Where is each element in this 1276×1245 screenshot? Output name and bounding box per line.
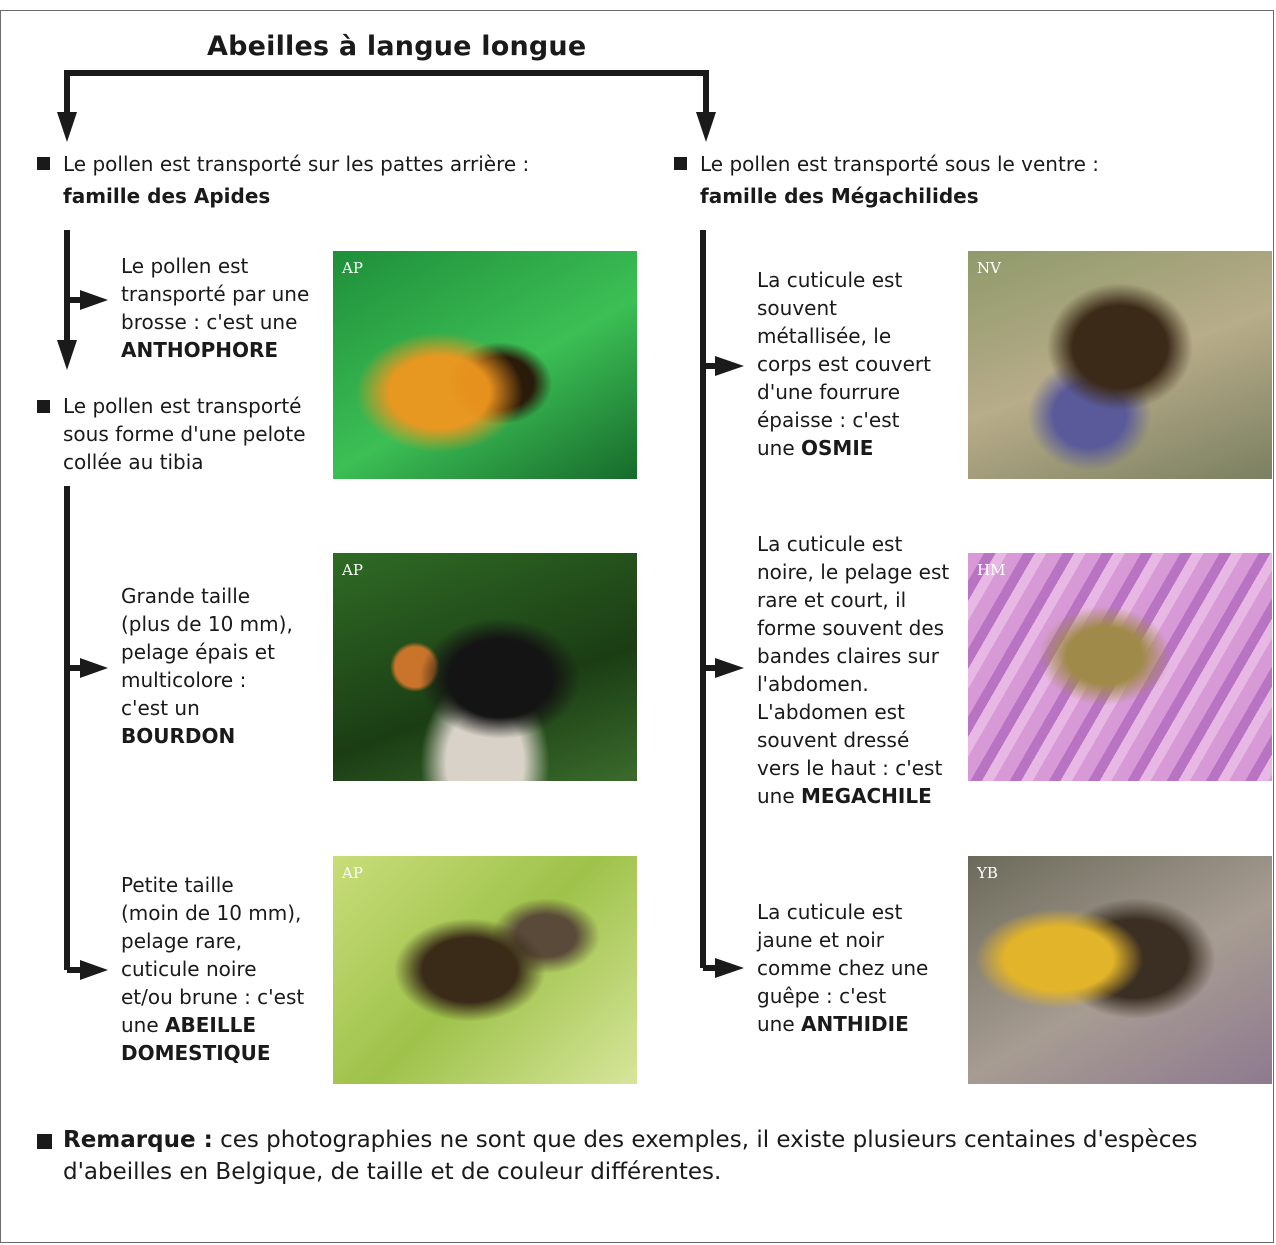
bullet-icon [674,157,687,170]
photo-anthophore: AP [333,251,637,479]
arrowhead-pelote [57,340,77,370]
abeille-description: Petite taille (moin de 10 mm), pelage ra… [121,873,305,1065]
remarque-note: Remarque : ces photographies ne sont que… [63,1127,1198,1185]
species-name-abeille: ABEILLE [165,1013,256,1037]
arrowhead-anthophore [80,290,108,310]
photo-abeille-domestique: AP [333,856,637,1084]
species-name-anthidie: ANTHIDIE [801,1012,909,1036]
top-split-line [64,70,709,112]
diagram-title: Abeilles à langue longue [207,31,587,62]
bullet-icon [37,1134,52,1149]
species-name-bourdon: BOURDON [121,724,236,748]
species-name-megachile: MEGACHILE [801,784,932,808]
arrowhead-bourdon [80,658,108,678]
arrowhead-megachile [715,658,744,678]
bullet-icon [37,400,50,413]
osmie-description: La cuticule est souvent métallisée, le c… [757,268,931,460]
arrowhead-anthidie [715,958,744,978]
remarque-label: Remarque : [63,1127,213,1153]
bullet-icon [37,157,50,170]
photo-anthidie: YB [968,856,1272,1084]
megachilides-intro: Le pollen est transporté sous le ventre … [700,152,1100,176]
photo-megachile: HM [968,553,1272,781]
anthophore-description: Le pollen est transporté par une brosse … [121,254,310,362]
page-frame [0,10,1274,1243]
pelote-description: Le pollen est transporté sous forme d'un… [63,394,306,474]
arrowhead-megachilides [696,112,716,142]
species-name-anthophore: ANTHOPHORE [121,338,279,362]
megachilides-family: famille des Mégachilides [700,184,979,208]
anthidie-description: La cuticule est jaune et noir comme chez… [757,900,929,1036]
arrowhead-abeille [80,960,108,980]
arrowhead-osmie [715,356,744,376]
apides-family: famille des Apides [63,184,271,208]
photo-osmie: NV [968,251,1272,479]
species-name-osmie: OSMIE [801,436,874,460]
arrowhead-apides [57,112,77,142]
photo-bourdon: AP [333,553,637,781]
bourdon-description: Grande taille (plus de 10 mm), pelage ép… [121,584,293,748]
megachile-description: La cuticule est noire, le pelage est rar… [757,532,950,808]
apides-intro: Le pollen est transporté sur les pattes … [63,152,530,176]
